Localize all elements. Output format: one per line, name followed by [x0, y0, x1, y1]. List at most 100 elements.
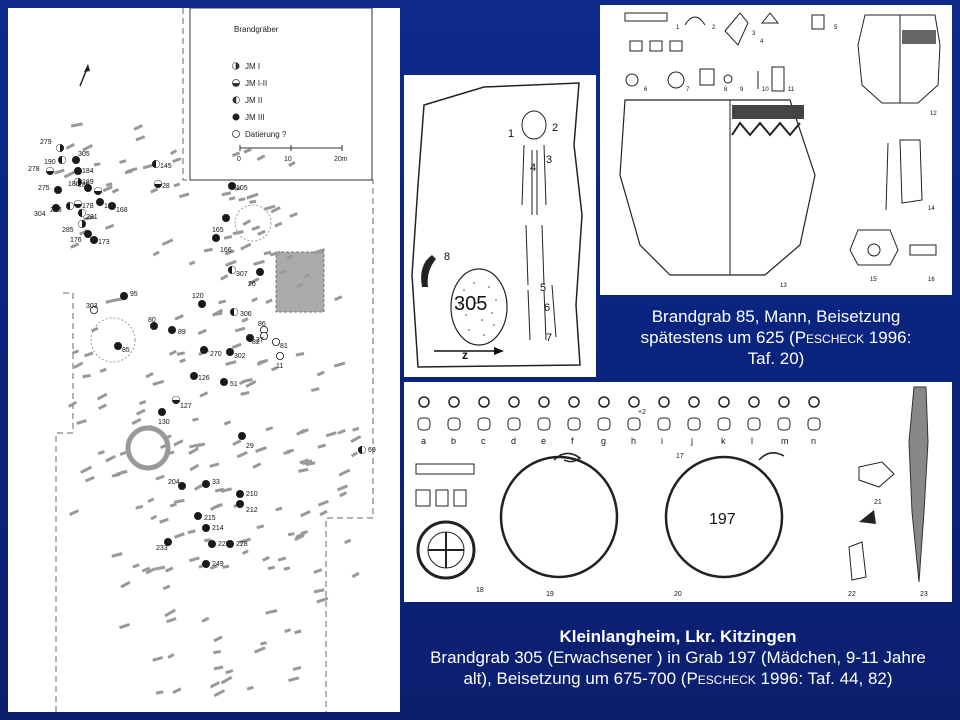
ring-ditch-dotted — [234, 204, 272, 242]
north-arrow-icon — [79, 64, 90, 87]
grave-85-caption: Brandgrab 85, Mann, Beisetzung spätesten… — [600, 306, 952, 369]
grave-number-label: 304 — [34, 211, 46, 218]
ring-ditch-dotted — [90, 317, 136, 363]
grave-number-label: 279 — [40, 139, 52, 146]
grave-number-label: 166 — [220, 247, 232, 254]
svg-text:10: 10 — [284, 156, 292, 163]
grave-number-label: 173 — [98, 239, 110, 246]
cremation-grave-marker — [84, 183, 93, 192]
find-label: 3 — [752, 31, 756, 37]
pit-stipple — [459, 282, 497, 336]
cremation-grave-marker — [167, 325, 176, 334]
grave-number-label: 80 — [148, 317, 156, 324]
bead-icon — [538, 396, 550, 408]
find-label: 19 — [546, 591, 554, 598]
cremation-grave-marker — [255, 267, 264, 276]
neck-ring-19 — [499, 455, 619, 579]
cremation-grave-marker — [219, 377, 228, 386]
cremation-grave-marker — [163, 538, 172, 547]
grave-number-label: 228 — [236, 541, 248, 548]
bead-label: f — [571, 436, 574, 446]
bead-label: c — [481, 436, 486, 446]
grave-number-label: 190 — [44, 159, 56, 166]
grave-number-label: 81 — [280, 343, 288, 350]
cremation-grave-marker — [211, 233, 220, 242]
caption-line: spätestens um 625 (Pescheck 1996: — [640, 328, 912, 347]
grave-number-label: 210 — [246, 491, 258, 498]
grave-number-label: 229 — [218, 541, 230, 548]
grave-number-label: 28 — [162, 183, 170, 190]
bead-label: e — [541, 436, 546, 446]
find-label: 16 — [928, 277, 935, 283]
cremation-grave-marker — [74, 166, 83, 175]
cemetery-plan-panel: Brandgräber JM I JM I-II JM II JM III Da… — [8, 8, 400, 712]
cremation-grave-marker — [259, 331, 268, 340]
cremation-grave-marker — [275, 351, 284, 360]
cremation-grave-marker — [189, 371, 198, 380]
cremation-grave-marker — [207, 540, 216, 549]
bead-icon — [568, 396, 580, 408]
object-21 — [858, 461, 895, 488]
grave-number-label: 306 — [240, 311, 252, 318]
rim-decoration — [732, 105, 804, 119]
knife-14 — [899, 139, 923, 204]
find-label: 17 — [676, 453, 684, 460]
grave-number-label: 127 — [180, 403, 192, 410]
find-label: 7 — [686, 87, 690, 93]
grave-number-label: 214 — [212, 525, 224, 532]
grave-number-label: 185 — [78, 182, 90, 189]
cremation-grave-marker — [225, 540, 234, 549]
excavated-area — [275, 251, 325, 313]
cremation-pit — [450, 268, 508, 346]
find-label: 13 — [780, 283, 787, 289]
pot-13 — [619, 99, 816, 276]
find-label: 8 — [724, 87, 728, 93]
bead-label: m — [781, 436, 789, 446]
cremation-grave-marker — [271, 337, 280, 346]
grave-number-label: 233 — [156, 545, 168, 552]
bead-icon — [478, 396, 490, 408]
cremation-grave-marker — [149, 321, 158, 330]
grave-number-label: 204 — [168, 479, 180, 486]
cremation-grave-marker — [90, 235, 99, 244]
object-22 — [848, 541, 867, 581]
find-label: +2 — [638, 409, 646, 416]
grave-number-label: 82 — [252, 339, 260, 346]
grave-number-label: 303 — [86, 303, 98, 310]
cremation-grave-marker — [201, 524, 210, 533]
grave-number-label: 105 — [236, 185, 248, 192]
find-label: 4 — [530, 162, 536, 174]
grave-number-label: 270 — [210, 351, 222, 358]
cremation-grave-marker — [120, 291, 129, 300]
grave-number-label: 215 — [204, 515, 216, 522]
find-label: 1 — [508, 128, 514, 140]
grave-85-finds: 1 2 3 4 5 6 7 8 9 10 11 12 13 14 15 16 — [619, 12, 941, 289]
bead-icon — [658, 396, 670, 408]
grave-305-plan-panel: 305 1 2 3 4 8 5 6 7 z — [404, 75, 596, 377]
pot-12 — [857, 14, 941, 104]
find-label: 23 — [920, 591, 928, 598]
cremation-grave-marker — [237, 431, 246, 440]
bead-label: h — [631, 436, 636, 446]
find-label: 10 — [762, 87, 769, 93]
caption-line: Brandgrab 305 (Erwachsener ) in Grab 197… — [430, 648, 926, 667]
disc-brooch-18 — [416, 520, 476, 580]
find-label: 22 — [848, 591, 856, 598]
cremation-grave-marker — [245, 333, 254, 342]
grave-number-label: 275 — [38, 185, 50, 192]
cremation-graves: 2791903052781841892751861851802883041782… — [28, 139, 376, 569]
bead-icon — [688, 396, 700, 408]
cremation-grave-marker — [52, 203, 61, 212]
legend-item-jm3: JM III — [245, 113, 265, 122]
grave-number-label: 168 — [116, 207, 128, 214]
cremation-grave-marker — [177, 481, 186, 490]
small-finds — [624, 12, 825, 92]
grave-number-label: 212 — [246, 507, 258, 514]
cremation-grave-marker — [201, 479, 210, 488]
grave-number-label: 305 — [78, 151, 90, 158]
bead-icon — [808, 396, 820, 408]
legend-item-jm1: JM I — [245, 62, 260, 71]
cremation-grave-marker — [201, 560, 210, 569]
